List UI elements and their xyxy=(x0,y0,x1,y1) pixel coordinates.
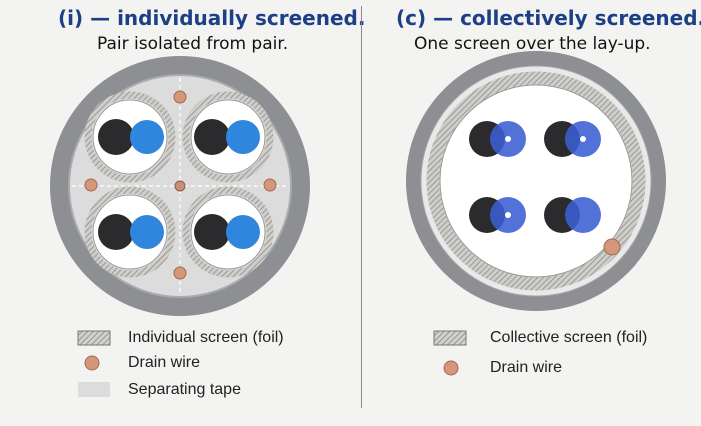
conductor-core xyxy=(505,136,511,142)
blue-conductor xyxy=(130,120,164,154)
legend-swatch-drain-wire-right xyxy=(443,360,459,376)
blue-conductor xyxy=(226,215,260,249)
black-conductor xyxy=(194,119,230,155)
blue-conductor xyxy=(226,120,260,154)
pair-bottom-right xyxy=(544,197,601,233)
black-conductor xyxy=(194,214,230,250)
blue-conductor xyxy=(130,215,164,249)
individual-screen xyxy=(84,186,176,278)
pair-bottom-right xyxy=(182,186,274,278)
black-conductor xyxy=(98,119,134,155)
pair-top-left xyxy=(84,91,176,183)
pair-top-right xyxy=(182,91,274,183)
pair-top-right xyxy=(544,121,601,157)
right-cable xyxy=(406,51,666,311)
pair-top-left xyxy=(469,121,526,157)
pair-bottom-left xyxy=(469,197,526,233)
collective-screen xyxy=(426,71,646,291)
pair-bottom-left xyxy=(84,186,176,278)
conductor-core xyxy=(580,136,586,142)
drain-wire-bottom xyxy=(173,266,187,280)
left-panel-title: (i) — individually screened. xyxy=(58,6,366,30)
individual-screen xyxy=(182,186,274,278)
legend-swatch-separating-tape xyxy=(78,382,110,397)
drain-wire-right xyxy=(263,178,277,192)
conductor-core xyxy=(505,212,511,218)
drain-wire xyxy=(603,238,621,256)
drain-wire-center xyxy=(174,180,186,192)
legend-swatch-individual-screen xyxy=(77,330,111,346)
legend-label-individual-screen: Individual screen (foil) xyxy=(128,329,284,346)
legend-label-separating-tape: Separating tape xyxy=(128,381,241,398)
individual-screen xyxy=(84,91,176,183)
legend-label-drain-wire-left: Drain wire xyxy=(128,354,201,371)
drain-wire-left xyxy=(84,178,98,192)
left-cable xyxy=(50,56,310,316)
black-conductor xyxy=(98,214,134,250)
legend-label-drain-wire-right: Drain wire xyxy=(490,359,563,376)
legend-swatch-drain-wire-left xyxy=(84,355,100,371)
drain-wire-top xyxy=(173,90,187,104)
right-panel-subtitle: One screen over the lay-up. xyxy=(414,34,651,54)
legend-swatch-collective-screen xyxy=(433,330,467,346)
right-panel-title: (c) — collectively screened. xyxy=(396,6,701,30)
right-core-area xyxy=(439,84,633,278)
blue-conductor xyxy=(565,197,601,233)
individual-screen xyxy=(182,91,274,183)
panel-divider xyxy=(361,6,362,408)
left-panel-subtitle: Pair isolated from pair. xyxy=(97,34,289,54)
legend-label-collective-screen: Collective screen (foil) xyxy=(490,329,648,346)
